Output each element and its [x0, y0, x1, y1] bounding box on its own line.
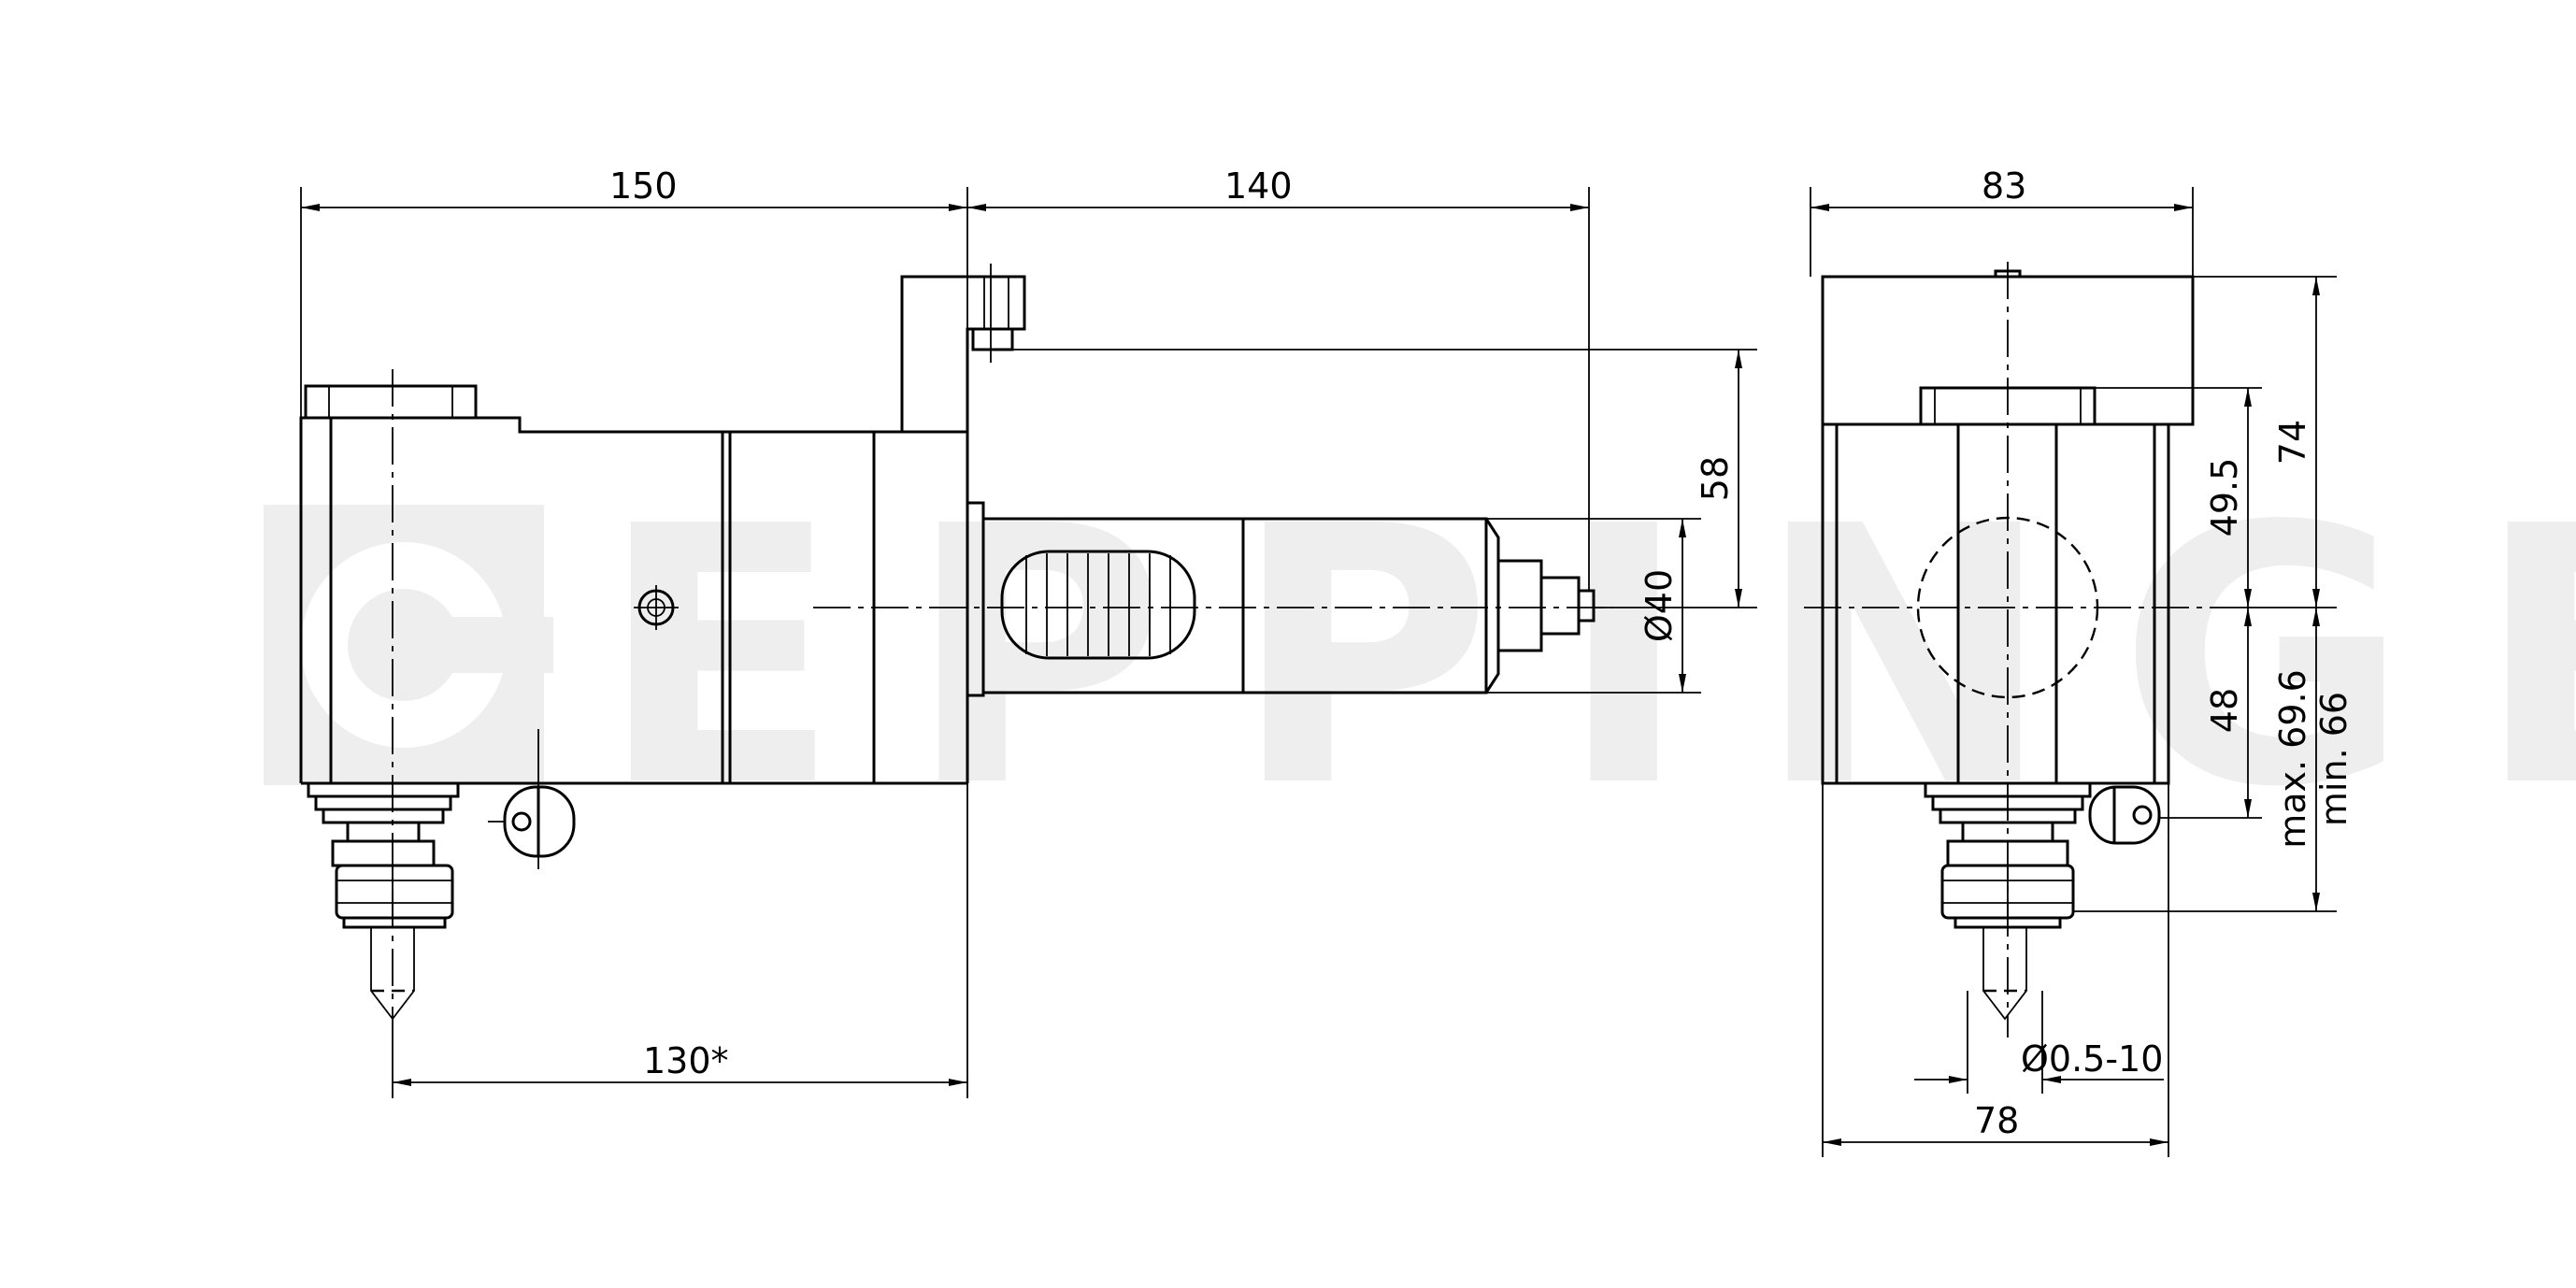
logo-mark-icon [264, 505, 553, 785]
bracket [900, 275, 1026, 432]
dim-min-66: min. 66 [2313, 692, 2354, 826]
top-cap [304, 384, 478, 420]
dimension-lines [300, 187, 2337, 1157]
dim-78: 78 [1974, 1100, 2019, 1141]
serrations [1000, 550, 1196, 660]
dim-48: 48 [2204, 688, 2245, 733]
dim-d40: Ø40 [1639, 569, 1680, 642]
lock-lever-icon [488, 729, 576, 869]
side-view [1804, 262, 2215, 1038]
dim-150: 150 [609, 165, 678, 207]
dimension-labels: 150 140 83 58 Ø40 74 49.5 48 max. 69.6 m… [609, 165, 2354, 1141]
dim-130: 130* [643, 1040, 729, 1081]
dim-140: 140 [1224, 165, 1293, 207]
dim-74: 74 [2272, 420, 2313, 465]
collet-nut [307, 781, 460, 1021]
housing-outline [299, 416, 967, 783]
front-view [299, 264, 1612, 1038]
dim-max-69-6: max. 69.6 [2272, 669, 2313, 849]
dim-58: 58 [1695, 456, 1736, 501]
side-lock-lever-icon [2088, 785, 2161, 845]
dim-49-5: 49.5 [2204, 458, 2245, 537]
screw-hole-icon [634, 585, 679, 630]
shank [966, 501, 1596, 697]
dim-83: 83 [1982, 165, 2026, 207]
dim-d0-5-10: Ø0.5-10 [2021, 1038, 2163, 1080]
